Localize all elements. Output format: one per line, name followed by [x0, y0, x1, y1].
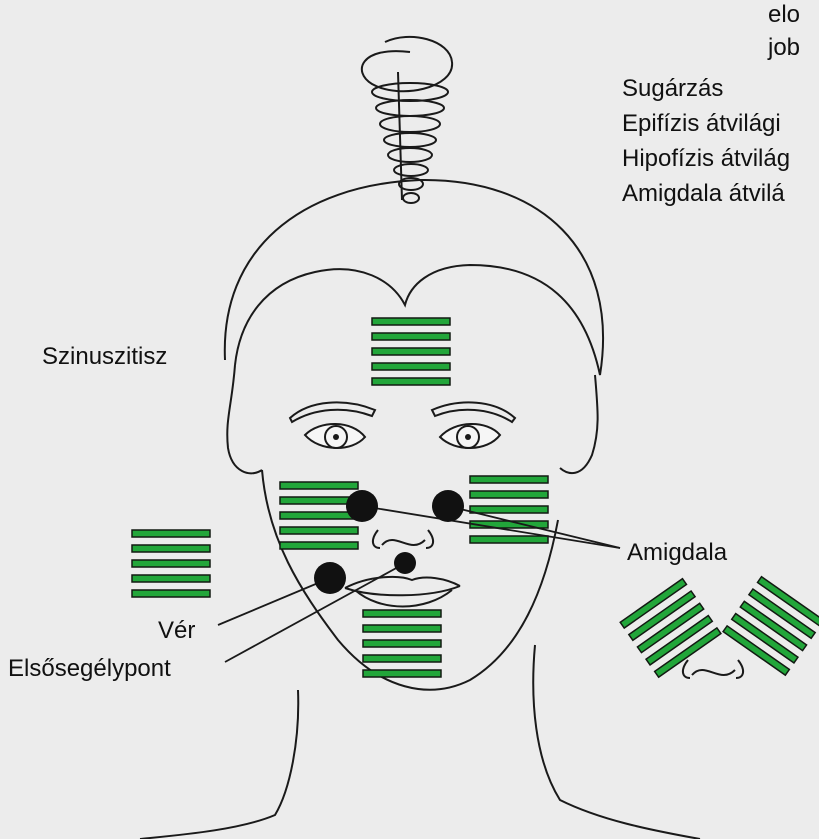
head-outline — [140, 180, 700, 839]
stripes-legend-sinusitis — [132, 530, 210, 597]
legend-partial-2: job — [767, 34, 800, 61]
stripes-chin — [363, 610, 441, 677]
label-blood: Vér — [158, 617, 195, 644]
first-aid-point — [394, 552, 416, 574]
legend-partial-1: elo — [768, 1, 800, 28]
legend-amigdala: Amigdala átvilá — [622, 180, 785, 207]
tilde-nose-icon-legend — [683, 660, 743, 678]
blood-point — [314, 562, 346, 594]
eye-left — [305, 424, 365, 448]
eyebrows — [290, 402, 515, 422]
legend-hipofizis: Hipofízis átvilág — [622, 145, 790, 172]
eye-right — [440, 424, 500, 448]
label-first-aid: Elsősegélypont — [8, 655, 171, 682]
amygdala-point-left — [346, 490, 378, 522]
stripes-left-cheek — [280, 482, 358, 549]
mouth — [345, 577, 460, 607]
label-sinusitis: Szinuszitisz — [42, 343, 167, 370]
pointer-lines — [218, 506, 620, 662]
stripes-forehead — [372, 318, 450, 385]
legend-epifizis: Epifízis átvilági — [622, 110, 781, 137]
tilde-nose-icon — [373, 530, 433, 548]
spiral-icon — [362, 37, 452, 203]
stripes-right-cheek — [470, 476, 548, 543]
label-amygdala: Amigdala — [627, 539, 728, 566]
stripes-tilted-left — [620, 579, 721, 677]
amygdala-point-right — [432, 490, 464, 522]
legend-sugarzas: Sugárzás — [622, 75, 723, 102]
